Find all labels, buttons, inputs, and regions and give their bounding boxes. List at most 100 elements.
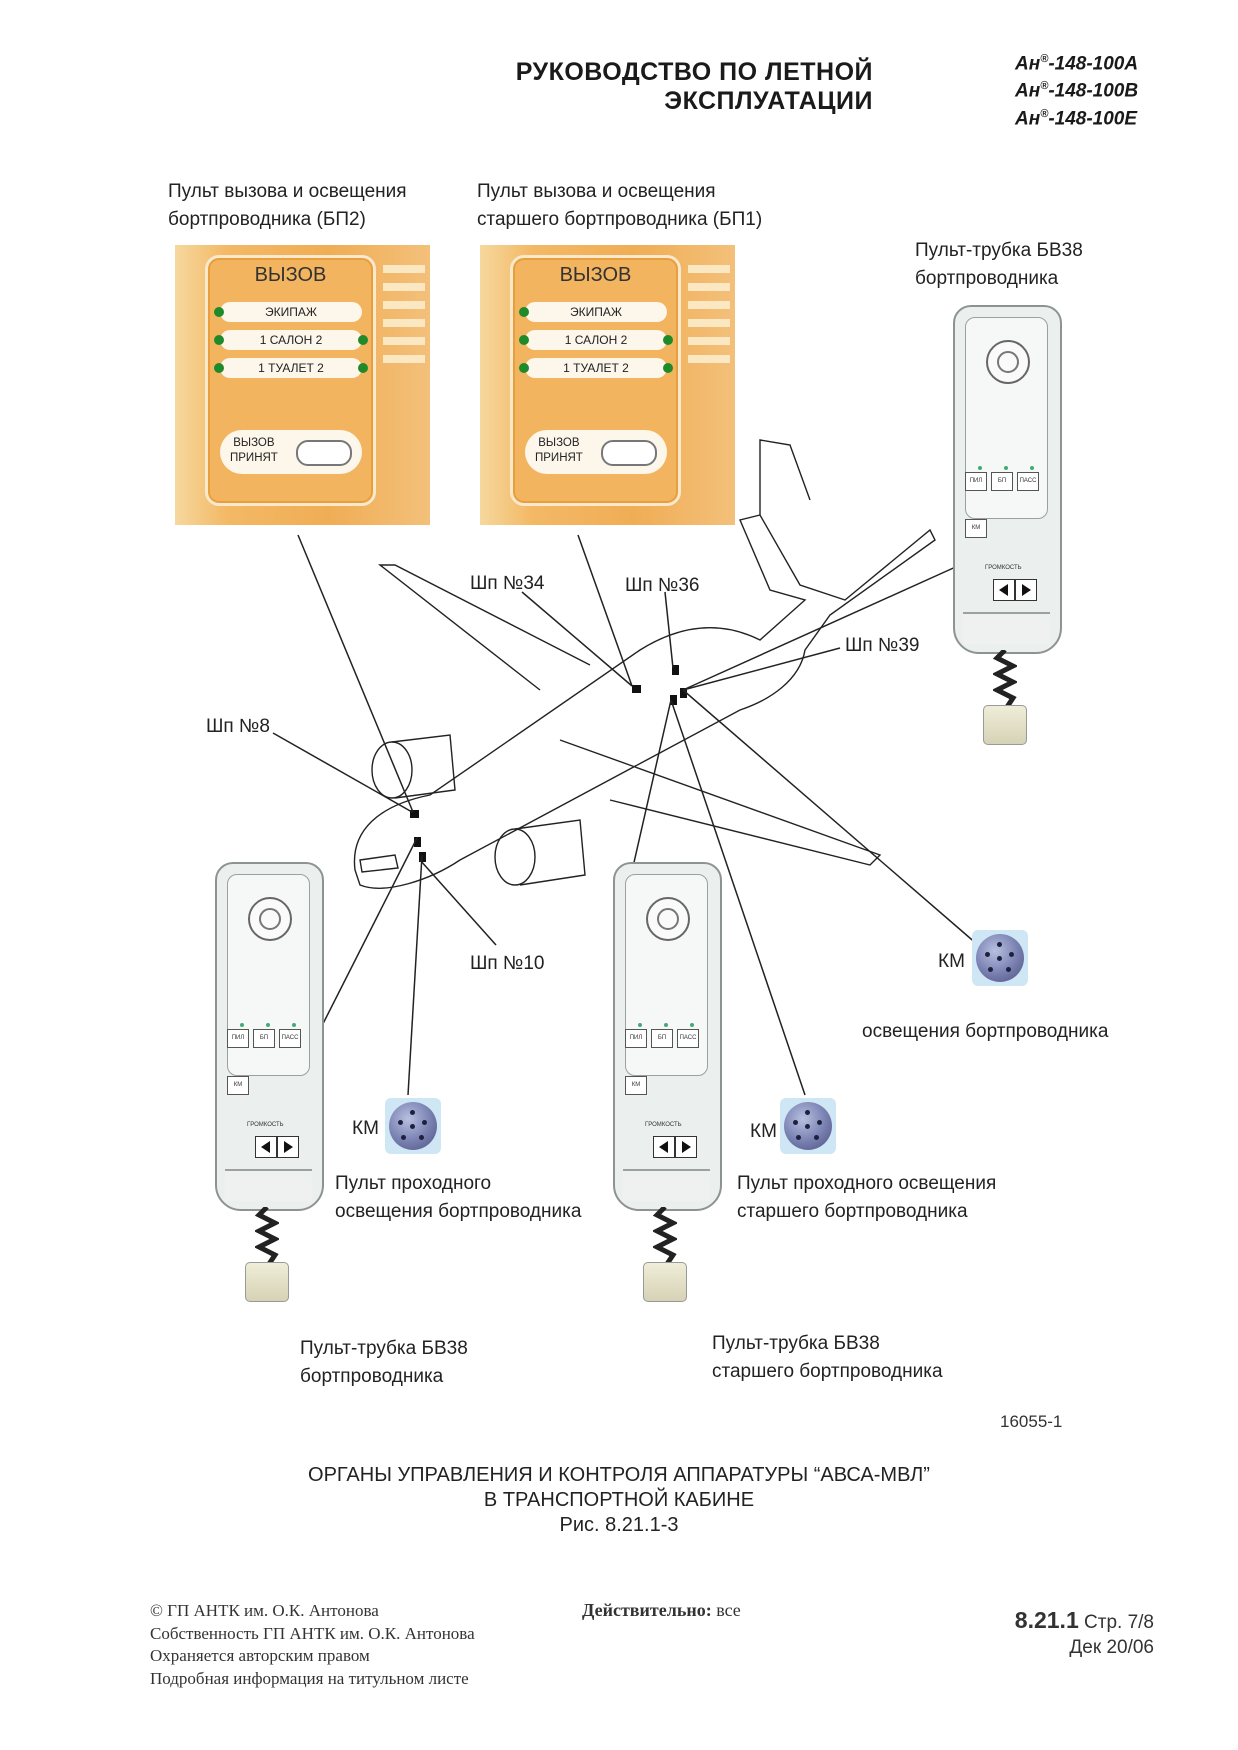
leader-line [682,647,841,691]
cabin-call-indicator: 1 САЛОН 2 [214,330,368,350]
section-number: 8.21.1 [1014,1607,1079,1633]
attendant-button[interactable]: БП [253,1029,275,1048]
led-icon [358,363,368,373]
passenger-button[interactable]: ПАСС [1017,472,1039,491]
connector-label-34: Шп №34 [470,573,545,594]
led-icon [519,335,529,345]
model-a: Ан®-148-100A [1015,53,1139,75]
call-accepted-button[interactable] [601,440,657,466]
connector-label-8: Шп №8 [206,716,270,737]
led-icon [214,307,224,317]
passenger-button[interactable]: ПАСС [279,1029,301,1048]
toilet-call-indicator: 1 ТУАЛЕТ 2 [214,358,368,378]
passenger-button[interactable]: ПАСС [677,1029,699,1048]
leader-line [629,699,672,881]
leader-line [682,689,979,946]
led-icon [214,363,224,373]
footer-page-info: 8.21.1 Стр. 7/8 Дек 20/06 [1015,1608,1154,1660]
led-icon [214,335,224,345]
attendant-button[interactable]: БП [991,472,1013,491]
km-label-right: КМ [938,951,965,972]
handset-bv38-senior: ПИЛ БП ПАСС КМ ГРОМКОСТЬ [613,862,722,1302]
leader-line [297,534,414,813]
leader-line [521,591,633,687]
page-number: Стр. 7/8 [1084,1612,1154,1633]
light-label-right: освещения бортпроводника [862,1021,1109,1042]
connector-marker [414,837,421,847]
volume-knob-icon[interactable] [646,897,690,941]
model-b: Ан®-148-100B [1015,80,1139,102]
call-accepted-button[interactable] [296,440,352,466]
km-button[interactable]: КМ [625,1076,647,1095]
attendant-button[interactable]: БП [651,1029,673,1048]
arrow-right-icon [682,1141,691,1153]
leader-line [670,699,806,1096]
km-light-button-senior[interactable] [780,1098,836,1154]
led-icon [663,335,673,345]
light-bar [688,355,730,363]
wing-right [559,739,882,866]
volume-up-button[interactable] [1015,579,1037,601]
cabin-call-indicator: 1 САЛОН 2 [519,330,673,350]
volume-down-button[interactable] [653,1136,675,1158]
km-button[interactable]: КМ [227,1076,249,1095]
volume-down-button[interactable] [993,579,1015,601]
aircraft-models: Ан®-148-100A Ан®-148-100B Ан®-148-100E [1015,48,1138,130]
led-icon [1030,466,1034,470]
light-bar [383,283,425,291]
arrow-left-icon [999,584,1008,596]
connector-marker [632,685,641,693]
speaker-grille [623,1169,710,1201]
connector-label-36: Шп №36 [625,575,700,596]
arrow-right-icon [1022,584,1031,596]
volume-up-button[interactable] [675,1136,697,1158]
light-bar [688,283,730,291]
manual-title: РУКОВОДСТВО ПО ЛЕТНОЙ ЭКСПЛУАТАЦИИ [515,58,873,115]
led-icon [978,466,982,470]
led-icon [519,307,529,317]
crew-call-indicator: ЭКИПАЖ [519,302,667,322]
volume-down-button[interactable] [255,1136,277,1158]
connector-label-10: Шп №10 [470,953,545,974]
km-label-senior: КМ [750,1121,777,1142]
km-ball-icon [389,1102,437,1150]
leader-line [682,564,961,691]
footer-validity: Действительно: все [582,1600,741,1620]
led-icon [292,1023,296,1027]
leader-line [272,732,413,813]
volume-label: ГРОМКОСТЬ [247,1122,284,1128]
km-button[interactable]: КМ [965,519,987,538]
km-light-button-left[interactable] [385,1098,441,1154]
handset-bv38-left: ПИЛ БП ПАСС КМ ГРОМКОСТЬ [215,862,324,1302]
light-bar [383,355,425,363]
volume-knob-icon[interactable] [248,897,292,941]
footer-copyright: © ГП АНТК им. О.К. Антонова Собственност… [150,1601,475,1688]
led-icon [690,1023,694,1027]
pilot-button[interactable]: ПИЛ [965,472,987,491]
km-light-button-right[interactable] [972,930,1028,986]
leader-line [419,859,497,946]
leader-line [407,854,423,1096]
connector-marker [680,688,687,698]
pilot-button[interactable]: ПИЛ [625,1029,647,1048]
led-icon [663,363,673,373]
arrow-left-icon [261,1141,270,1153]
pilot-button[interactable]: ПИЛ [227,1029,249,1048]
arrow-left-icon [659,1141,668,1153]
leader-line [664,591,674,669]
volume-up-button[interactable] [277,1136,299,1158]
engine-right [494,828,536,886]
tail-fin [759,439,811,515]
volume-knob-icon[interactable] [986,340,1030,384]
light-bar [383,265,425,273]
connector-marker [670,695,677,705]
volume-label: ГРОМКОСТЬ [985,565,1022,571]
